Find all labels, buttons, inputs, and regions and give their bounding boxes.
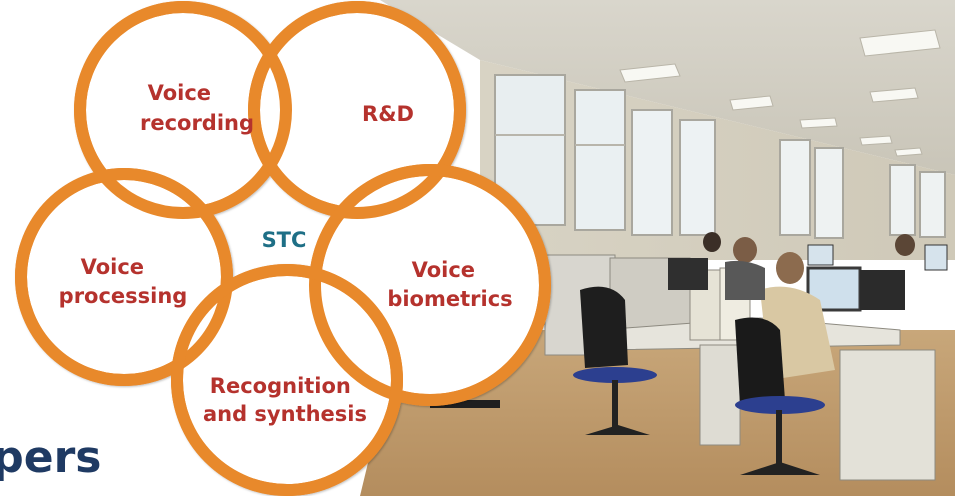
center-label-stc: STC [262, 228, 307, 252]
windows [494, 74, 946, 239]
label-voice-processing: Voice processing [59, 255, 188, 308]
cropped-heading-text: opers [0, 432, 102, 483]
ceiling-lights [619, 29, 941, 157]
ceiling [380, 0, 955, 175]
label-voice-recording: Voice recording [140, 81, 254, 135]
chairs [430, 286, 825, 475]
label-rnd: R&D [362, 102, 414, 126]
label-voice-biometrics: Voice biometrics [387, 258, 512, 311]
label-recognition-synthesis: Recognition and synthesis [203, 374, 367, 426]
